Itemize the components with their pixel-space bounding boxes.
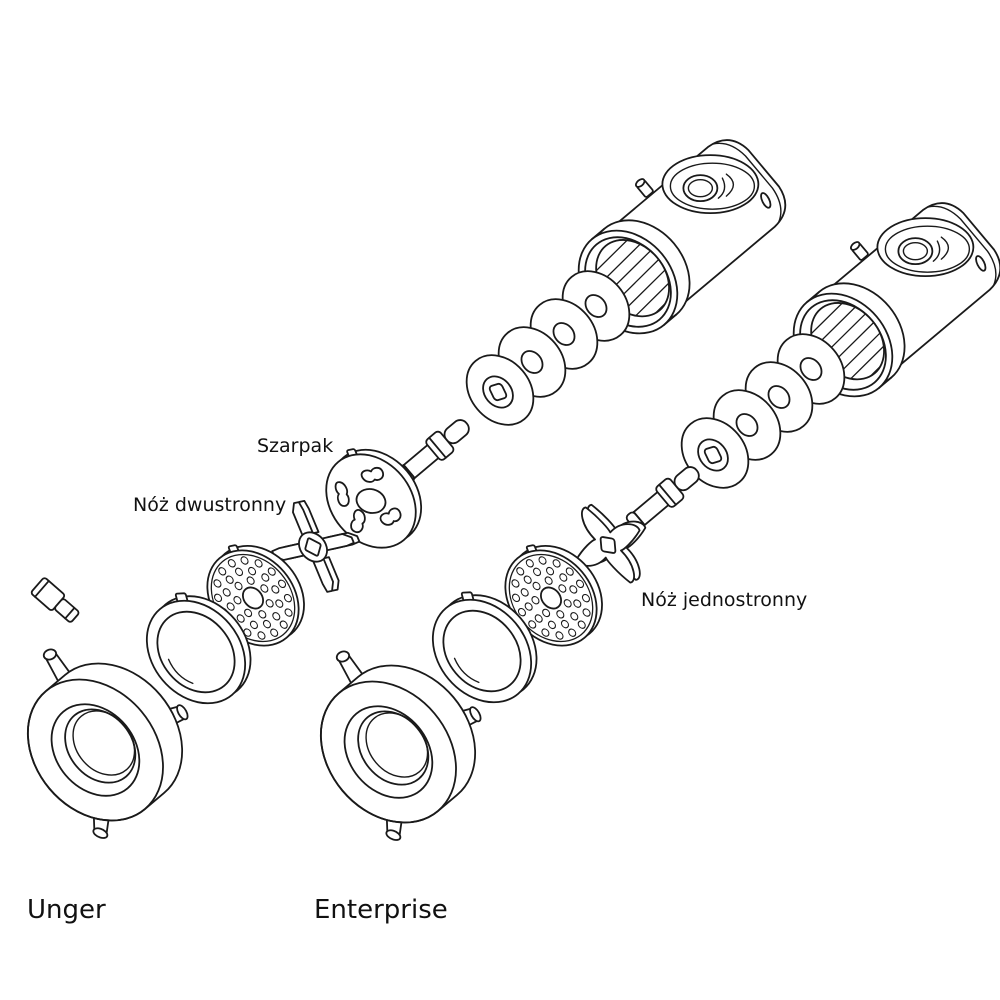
label-variant-unger: Unger: [27, 895, 106, 925]
label-variant-enterprise: Enterprise: [314, 895, 448, 925]
unger-feed-screw-worm: [451, 256, 645, 440]
unger-thumb-screw: [29, 576, 83, 627]
label-noz-dwustronny: Nóż dwustronny: [133, 494, 286, 516]
label-noz-jednostronny: Nóż jednostronny: [641, 589, 807, 611]
labels: Szarpak Nóż dwustronny Nóż jednostronny …: [27, 435, 807, 925]
label-szarpak: Szarpak: [257, 435, 333, 457]
